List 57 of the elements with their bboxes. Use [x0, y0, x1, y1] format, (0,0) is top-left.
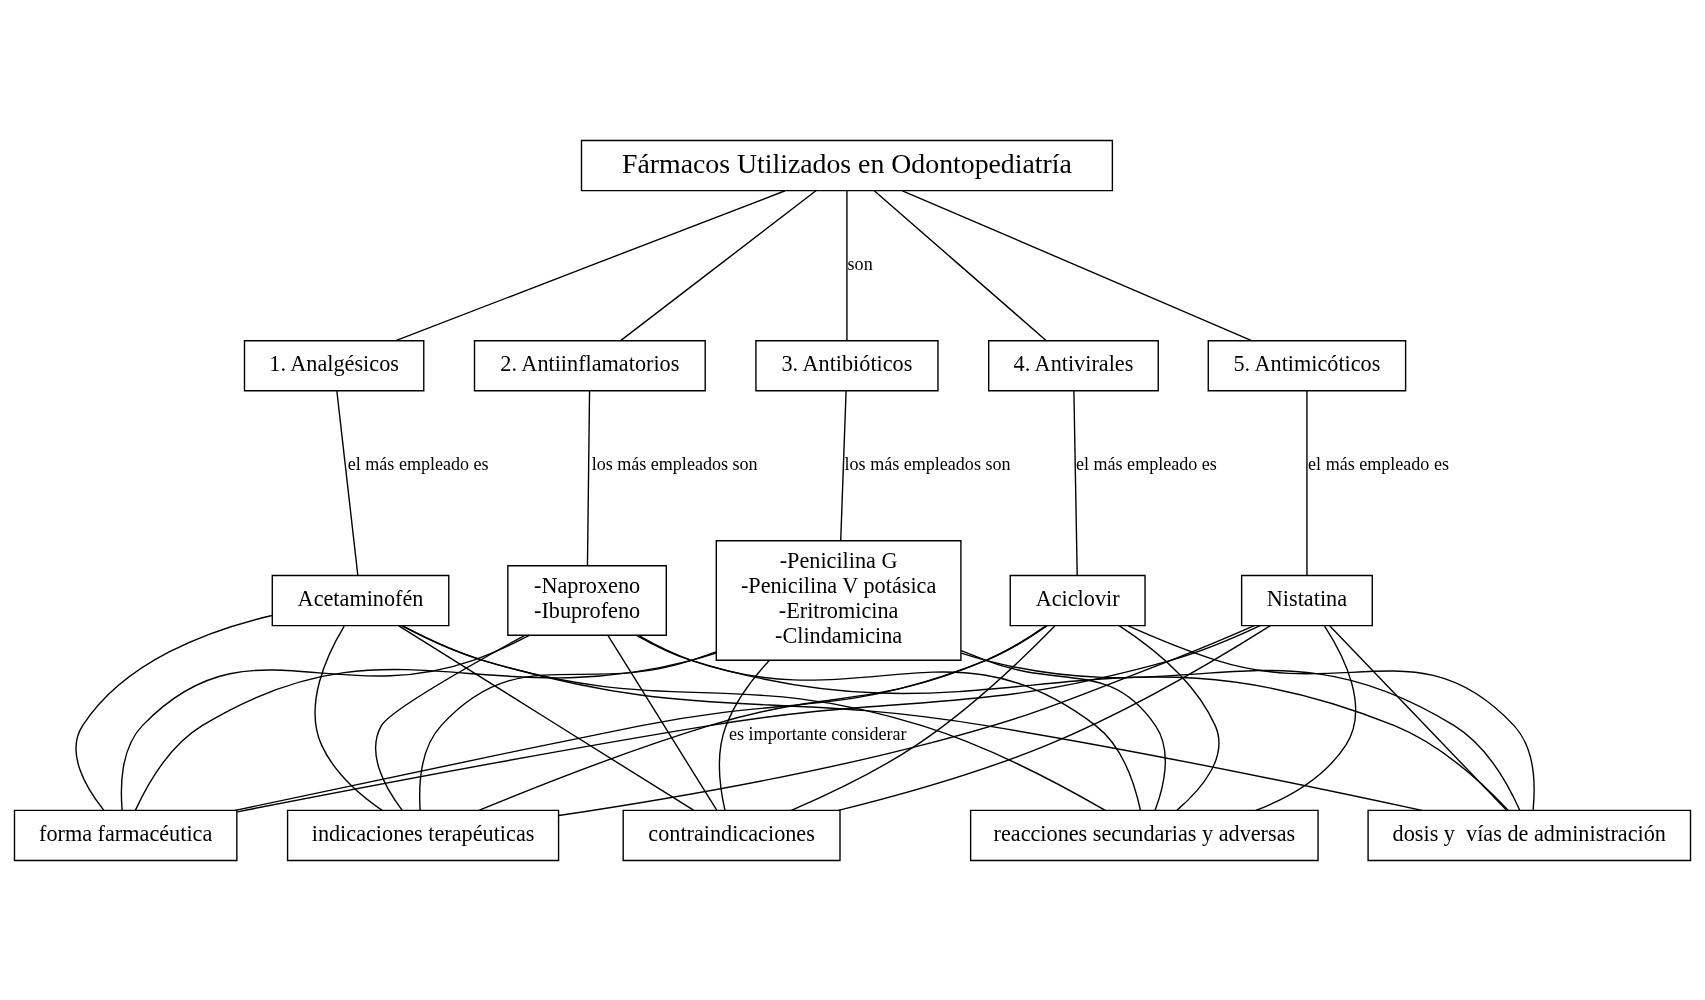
node-box: indicaciones terapéuticas — [286, 809, 560, 861]
connector — [120, 634, 530, 811]
connector — [620, 189, 817, 341]
node-box: -Penicilina G -Penicilina V potásica -Eritromicina -Clindamicina — [715, 539, 962, 661]
edge-label: el más empleado es — [347, 453, 489, 474]
edge-label: el más empleado es — [1308, 453, 1449, 474]
connector — [960, 649, 1166, 811]
node-box: 5. Antimicóticos — [1207, 339, 1407, 391]
connector — [1127, 624, 1535, 811]
edge-label: los más empleados son — [844, 453, 1011, 474]
connector — [236, 624, 1261, 813]
node-box: forma farmacéutica — [13, 809, 238, 861]
edge-label: es importante considerar — [729, 723, 907, 744]
node-box: dosis y vías de administración — [1367, 809, 1692, 861]
node-box: contraindicaciones — [622, 809, 841, 861]
node-box: 4. Antivirales — [988, 339, 1159, 391]
connector — [1073, 389, 1078, 576]
node-box: Aciclovir — [1009, 574, 1146, 626]
connector — [398, 624, 695, 811]
connector — [75, 614, 273, 811]
connector — [636, 634, 1509, 811]
node-box: Fármacos Utilizados en Odontopediatría — [580, 139, 1114, 191]
connector — [336, 389, 359, 576]
connector — [314, 624, 383, 811]
connector — [607, 634, 718, 811]
connector — [134, 651, 717, 811]
node-box: -Naproxeno -Ibuprofeno — [507, 564, 667, 636]
node-box: 2. Antiinflamatorios — [473, 339, 706, 391]
connector — [395, 189, 786, 341]
node-box: reacciones secundarias y adversas — [969, 809, 1319, 861]
connector — [718, 659, 770, 811]
connector — [1306, 389, 1308, 576]
connector — [637, 634, 1142, 811]
connector — [419, 650, 717, 811]
connector — [846, 189, 848, 341]
connector — [586, 389, 591, 566]
connector — [790, 624, 1056, 811]
connector — [840, 389, 847, 541]
connector — [478, 624, 1047, 811]
edge-label: los más empleados son — [591, 453, 758, 474]
connector — [901, 189, 1253, 341]
connector — [1329, 624, 1507, 811]
connector — [234, 624, 1048, 811]
connector — [1255, 624, 1357, 811]
edge-label: son — [847, 253, 873, 274]
node-box: 1. Analgésicos — [243, 339, 425, 391]
connector — [1118, 624, 1220, 811]
connector — [558, 624, 1255, 816]
connector — [873, 189, 1047, 341]
node-box: 3. Antibióticos — [755, 339, 939, 391]
edge-label: el más empleado es — [1076, 453, 1217, 474]
node-box: Acetaminofén — [271, 574, 450, 626]
node-box: Nistatina — [1240, 574, 1373, 626]
connector — [960, 651, 1521, 811]
connector — [837, 624, 1272, 811]
connector — [400, 624, 1423, 811]
connector — [374, 634, 526, 811]
